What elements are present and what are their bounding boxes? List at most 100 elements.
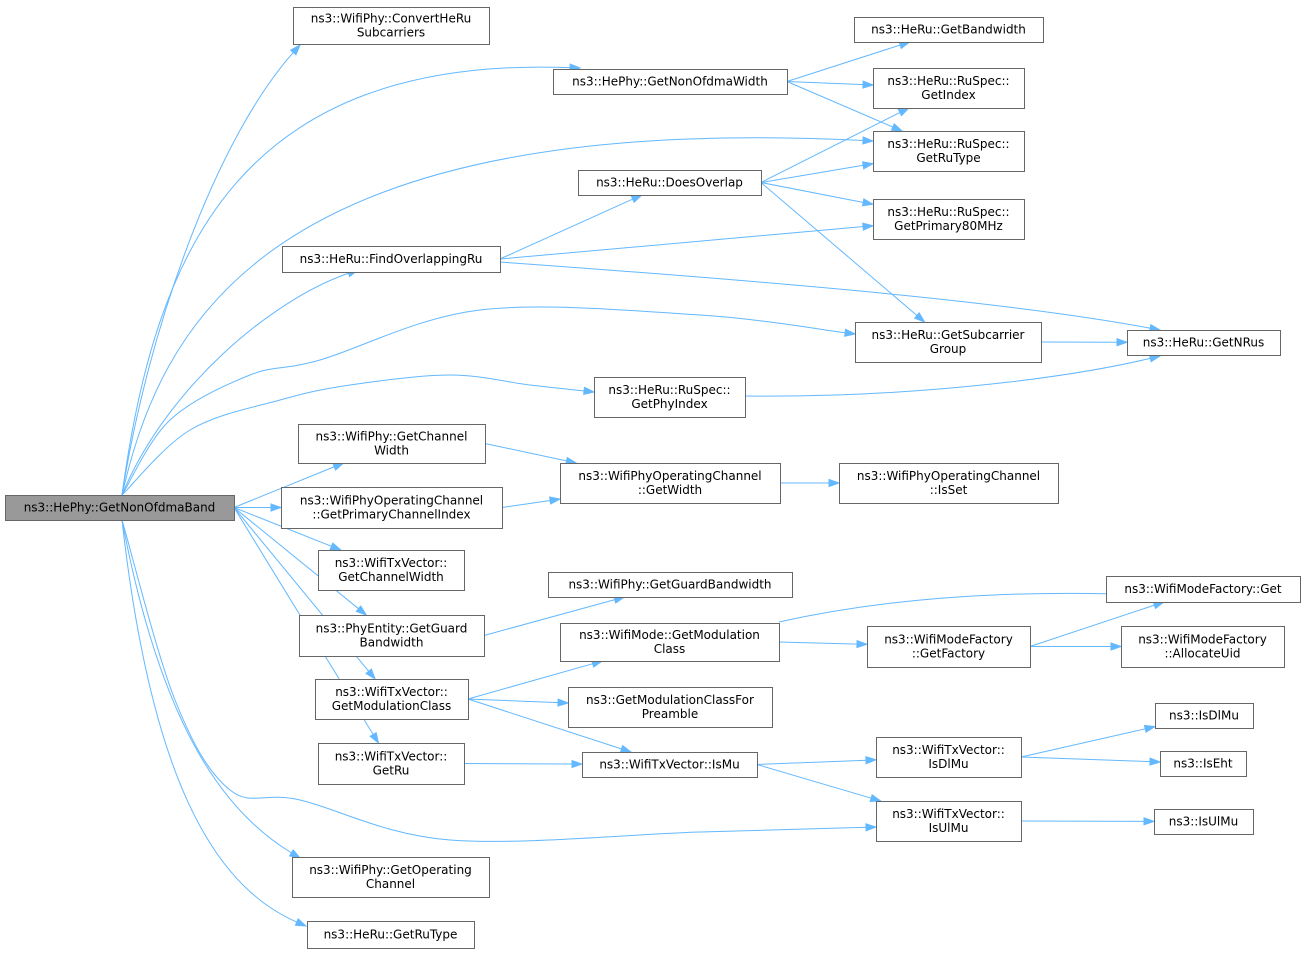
function-node[interactable]: ns3::WifiTxVector::GetRu [318, 743, 465, 785]
node-label: GetPhyIndex [631, 397, 707, 411]
function-node[interactable]: ns3::WifiModeFactory::GetFactory [867, 626, 1031, 668]
edge-line [1029, 604, 1156, 647]
node-label: Preamble [642, 707, 698, 721]
edge-line [467, 662, 594, 700]
function-node[interactable]: ns3::WifiTxVector::IsUlMu [876, 801, 1022, 842]
edge-n13-to-n14 [780, 478, 841, 488]
node-box [873, 199, 1025, 240]
node-label: Width [374, 444, 409, 458]
edge-arrowhead [897, 107, 911, 117]
function-node[interactable]: ns3::WifiTxVector::IsMu [582, 752, 758, 778]
function-node[interactable]: ns3::WifiPhyOperatingChannel::GetPrimary… [281, 487, 503, 529]
edge-root-to-n30 [121, 519, 878, 842]
function-node[interactable]: ns3::HePhy::GetNonOfdmaWidth [553, 69, 788, 95]
node-label: ns3::HeRu::FindOverlappingRu [300, 252, 483, 266]
function-node[interactable]: ns3::HeRu::RuSpec::GetPrimary80MHz [873, 199, 1025, 240]
node-label: ns3::WifiModeFactory::Get [1124, 582, 1281, 596]
node-label: ns3::WifiTxVector:: [892, 807, 1005, 821]
function-node[interactable]: ns3::IsDlMu [1155, 703, 1254, 729]
edge-arrowhead [856, 639, 869, 649]
function-node[interactable]: ns3::HeRu::FindOverlappingRu [282, 246, 501, 273]
edge-n6-to-n5 [760, 161, 875, 183]
function-node[interactable]: ns3::WifiPhy::GetChannelWidth [298, 424, 486, 464]
node-label: ns3::WifiPhyOperatingChannel [578, 469, 761, 483]
node-box [298, 424, 486, 464]
node-label: ns3::HeRu::GetBandwidth [871, 23, 1026, 37]
function-node[interactable]: ns3::WifiModeFactory::Get [1106, 576, 1301, 603]
function-node[interactable]: ns3::HeRu::RuSpec::GetPhyIndex [594, 377, 746, 418]
edge-root-to-n1 [121, 43, 302, 496]
edge-line [501, 499, 552, 508]
function-node[interactable]: ns3::WifiMode::GetModulationClass [560, 623, 780, 662]
edge-n8-to-n6 [499, 194, 644, 260]
node-label: ::GetWidth [638, 483, 702, 497]
function-node[interactable]: ns3::WifiModeFactory::AllocateUid [1121, 626, 1285, 668]
edge-line [121, 51, 295, 496]
edge-arrowhead [1143, 817, 1156, 826]
node-label: ns3::HeRu::RuSpec:: [887, 74, 1009, 88]
node-label: ns3::WifiPhy::GetGuardBandwidth [568, 578, 771, 592]
node-box [873, 131, 1025, 172]
edge-arrowhead [355, 605, 368, 616]
edge-n8-to-n7 [499, 222, 875, 260]
node-label: Channel [366, 877, 415, 891]
node-label: ::IsSet [930, 483, 968, 497]
function-node[interactable]: ns3::IsUlMu [1154, 809, 1254, 835]
function-node[interactable]: ns3::HeRu::GetBandwidth [854, 17, 1044, 43]
node-box [553, 69, 788, 95]
function-node[interactable]: ns3::HeRu::GetNRus [1127, 330, 1281, 356]
node-box [1121, 626, 1285, 668]
edge-n27-to-n30 [756, 764, 883, 803]
node-label: ns3::WifiPhyOperatingChannel [300, 494, 483, 508]
edge-line [760, 182, 865, 204]
node-label: Bandwidth [360, 636, 424, 650]
edge-root-to-n18 [233, 507, 368, 616]
edge-arrowhead [270, 503, 283, 512]
edge-line [778, 641, 859, 645]
edge-line [233, 465, 336, 508]
function-node[interactable]: ns3::HeRu::DoesOverlap [578, 170, 762, 196]
node-label: ns3::WifiTxVector:: [335, 750, 448, 764]
edge-arrowhead [1116, 338, 1129, 347]
node-label: ns3::HeRu::RuSpec:: [887, 137, 1009, 151]
function-node[interactable]: ns3::HeRu::GetRuType [307, 921, 475, 949]
node-label: ns3::PhyEntity::GetGuard [316, 622, 468, 636]
node-label: ns3::HePhy::GetNonOfdmaBand [24, 501, 216, 515]
edge-arrowhead [329, 542, 343, 551]
edge-line [756, 764, 873, 799]
edge-n6-to-n7 [760, 182, 875, 207]
edge-arrowhead [861, 161, 875, 170]
node-box [594, 377, 746, 418]
node-box [1160, 751, 1247, 777]
function-node[interactable]: ns3::HeRu::RuSpec::GetIndex [873, 68, 1025, 109]
root-function-node[interactable]: ns3::HePhy::GetNonOfdmaBand [5, 495, 235, 521]
node-box [568, 687, 773, 728]
edge-root-to-n9 [121, 306, 857, 496]
node-label: GetIndex [921, 88, 975, 102]
function-node[interactable]: ns3::WifiTxVector::IsDlMu [876, 737, 1022, 778]
node-label: ns3::HeRu::GetRuType [324, 928, 458, 942]
node-label: ns3::HeRu::RuSpec:: [608, 383, 730, 397]
node-box [876, 737, 1022, 778]
node-label: ns3::WifiModeFactory [884, 633, 1013, 647]
function-node[interactable]: ns3::PhyEntity::GetGuardBandwidth [299, 615, 485, 657]
function-node[interactable]: ns3::WifiTxVector::GetModulationClass [315, 679, 469, 720]
function-node[interactable]: ns3::HeRu::RuSpec::GetRuType [873, 131, 1025, 172]
node-label: ns3::HeRu::RuSpec:: [887, 205, 1009, 219]
edge-n12-to-n13 [484, 443, 578, 465]
function-node[interactable]: ns3::WifiTxVector::GetChannelWidth [318, 550, 465, 591]
function-node[interactable]: ns3::IsEht [1160, 751, 1247, 777]
edge-arrowhead [1149, 757, 1162, 766]
edge-arrowhead [549, 496, 562, 505]
node-label: ns3::HeRu::DoesOverlap [596, 176, 743, 190]
function-node[interactable]: ns3::WifiPhyOperatingChannel::GetWidth [560, 463, 781, 504]
function-node[interactable]: ns3::WifiPhy::GetGuardBandwidth [548, 572, 793, 598]
edge-arrowhead [630, 194, 644, 204]
edge-arrowhead [869, 793, 883, 803]
function-node[interactable]: ns3::WifiPhyOperatingChannel::IsSet [839, 463, 1059, 504]
edge-n8-to-n10 [499, 261, 1162, 333]
